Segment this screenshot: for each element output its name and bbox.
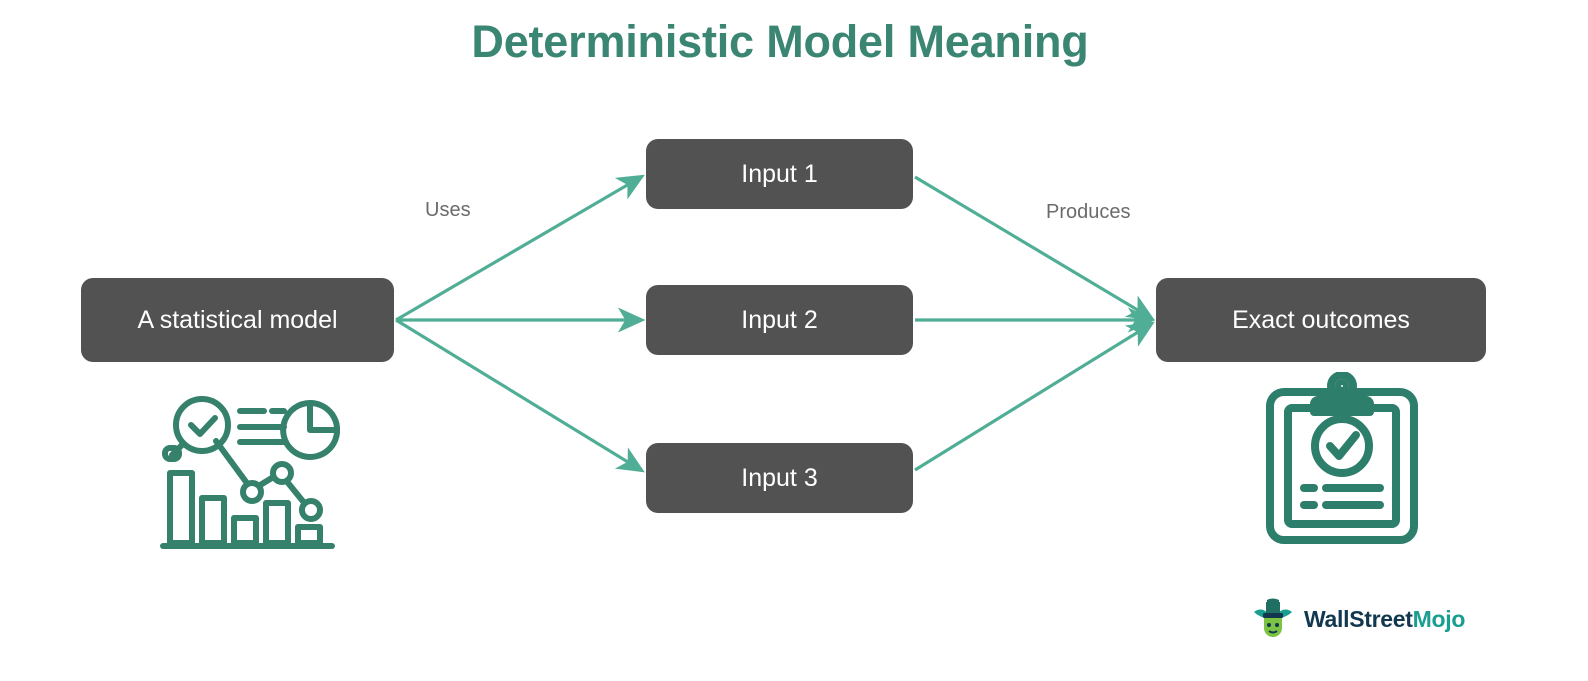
trend-point-1-icon bbox=[240, 480, 264, 504]
trend-line-icon bbox=[213, 438, 313, 513]
check-circle-icon bbox=[1311, 415, 1373, 477]
bar-2-icon bbox=[199, 495, 227, 546]
brand-logo[interactable]: WallStreetMojo bbox=[1250, 592, 1480, 646]
brand-logo-text: WallStreetMojo bbox=[1304, 606, 1465, 633]
clipboard-check-icon bbox=[1266, 372, 1418, 544]
node-exact-outcomes-label: Exact outcomes bbox=[1232, 305, 1410, 334]
brand-name-primary: WallStreet bbox=[1304, 605, 1413, 632]
node-statistical-model[interactable]: A statistical model bbox=[81, 278, 394, 362]
node-input-1-label: Input 1 bbox=[741, 159, 818, 188]
arrow-model-to-input3 bbox=[395, 318, 645, 473]
edge-label-uses: Uses bbox=[425, 199, 471, 221]
node-exact-outcomes[interactable]: Exact outcomes bbox=[1156, 278, 1486, 362]
bar-1-icon bbox=[167, 470, 195, 546]
node-statistical-model-label: A statistical model bbox=[137, 305, 338, 334]
magnifier-grip-icon bbox=[162, 445, 182, 462]
arrow-input3-to-outcomes bbox=[914, 321, 1155, 472]
check-mark-icon bbox=[1326, 431, 1360, 460]
clipboard-ring-icon bbox=[1327, 372, 1357, 401]
clipboard-clip-icon bbox=[1310, 396, 1374, 416]
node-input-1[interactable]: Input 1 bbox=[646, 139, 913, 209]
bar-3-icon bbox=[231, 515, 259, 546]
pie-chart-icon bbox=[280, 399, 340, 460]
node-input-3-label: Input 3 bbox=[741, 463, 818, 492]
brand-name-secondary: Mojo bbox=[1412, 605, 1466, 632]
edge-label-produces: Produces bbox=[1046, 201, 1131, 223]
arrow-input1-to-outcomes bbox=[914, 175, 1155, 321]
pie-slice-icon bbox=[307, 400, 339, 433]
node-input-2-label: Input 2 bbox=[741, 305, 818, 334]
magnifier-check-icon bbox=[188, 415, 218, 437]
statistics-analytics-icon bbox=[160, 396, 340, 549]
clipboard-ring-hole-icon bbox=[1335, 379, 1349, 393]
node-input-3[interactable]: Input 3 bbox=[646, 443, 913, 513]
page-title: Deterministic Model Meaning bbox=[471, 16, 1089, 67]
bull-mascot-icon bbox=[1254, 598, 1292, 637]
bar-4-icon bbox=[263, 500, 291, 546]
node-input-2[interactable]: Input 2 bbox=[646, 285, 913, 355]
magnifier-lens-icon bbox=[173, 396, 231, 454]
bar-5-icon bbox=[295, 524, 323, 546]
trend-point-3-icon bbox=[299, 498, 323, 522]
trend-point-2-icon bbox=[270, 461, 294, 485]
